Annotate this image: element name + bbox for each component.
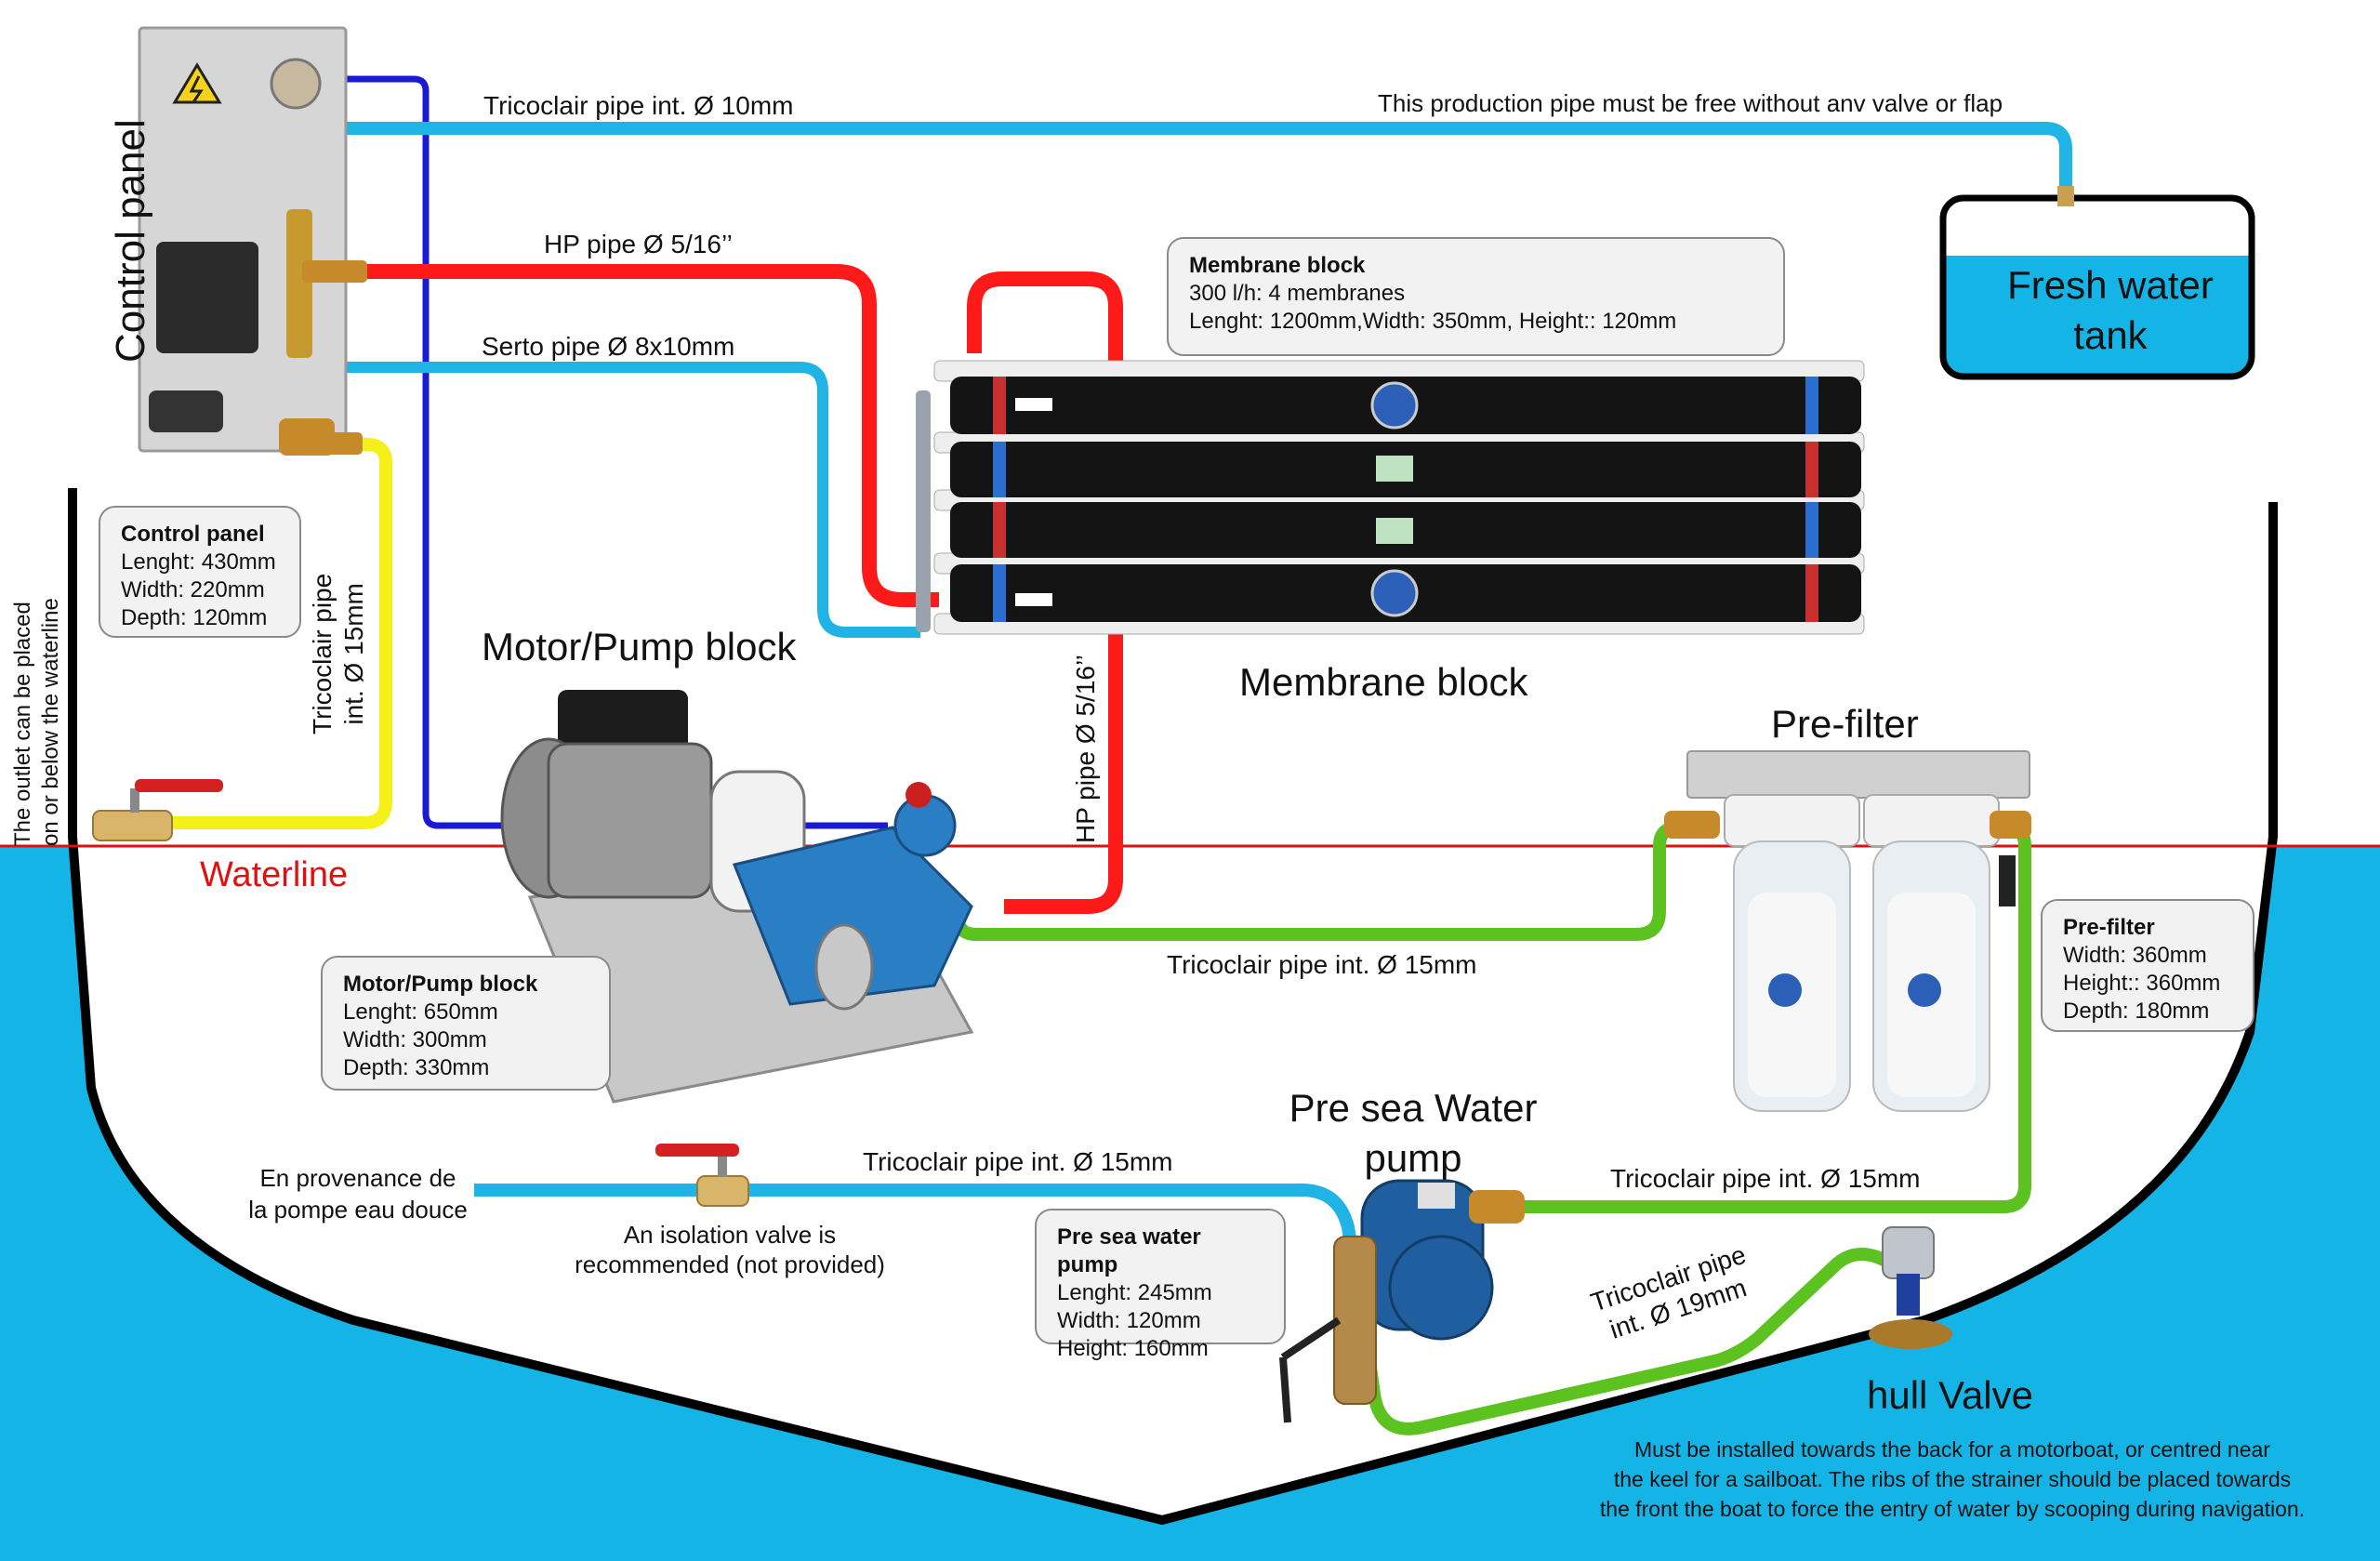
fresh-water-tank — [1939, 186, 2255, 380]
pre-filter-card-line2: Height:: 360mm — [2063, 971, 2221, 996]
control-panel-unit — [138, 26, 367, 456]
motor-pump-card-line1: Lenght: 650mm — [343, 999, 498, 1025]
hull-valve-note: Must be installed towards the back for a… — [1543, 1435, 2361, 1524]
control-panel-vertical-title: Control panel — [108, 119, 153, 363]
pre-sea-water-pump-line2: pump — [1364, 1136, 1462, 1180]
membrane-card-title: Membrane block — [1189, 253, 1366, 278]
suction-pipe-19mm — [1364, 1248, 1896, 1435]
motor-pump-unit — [500, 690, 974, 1104]
isolation-note-line2: recommended (not provided) — [575, 1250, 885, 1278]
control-panel-spec-card: Control panel Lenght: 430mm Width: 220mm… — [99, 506, 301, 638]
isolation-ball-valve — [655, 1144, 749, 1207]
motor-pump-block-title: Motor/Pump block — [482, 625, 797, 668]
tricoclair-15mm-outlet-line1: Tricoclair pipe — [308, 573, 337, 734]
outlet-ball-valve — [92, 779, 223, 841]
sea-pump-spec-card: Pre sea water pump Lenght: 245mm Width: … — [1035, 1209, 1286, 1361]
pre-filter-card-line1: Width: 360mm — [2063, 943, 2207, 968]
control-panel-card-line3: Depth: 120mm — [121, 605, 268, 630]
motor-pump-card-title: Motor/Pump block — [343, 972, 538, 997]
outlet-note-line1: The outlet can be placed — [10, 602, 35, 846]
pre-filter-unit — [1664, 750, 2031, 1112]
hp-pipe-top-label: HP pipe Ø 5/16’’ — [544, 230, 733, 258]
provenance-line1: En provenance de — [259, 1164, 456, 1192]
pre-filter-spec-card: Pre-filter Width: 360mm Height:: 360mm D… — [2041, 899, 2254, 1032]
pre-filter-card-line3: Depth: 180mm — [2063, 999, 2210, 1024]
waterline-label: Waterline — [200, 855, 349, 894]
pre-sea-water-pump-unit — [1279, 1179, 1525, 1423]
outlet-placement-note: The outlet can be placed on or below the… — [9, 598, 65, 846]
sea-pump-card-line3: Height: 160mm — [1057, 1336, 1209, 1361]
membrane-card-line2: Lenght: 1200mm,Width: 350mm, Height:: 12… — [1189, 309, 1677, 334]
serto-pipe-label: Serto pipe Ø 8x10mm — [482, 332, 735, 361]
hull-note-line3: the front the boat to force the entry of… — [1599, 1497, 2306, 1521]
hp-pipe — [339, 264, 1123, 914]
control-panel-card-line2: Width: 220mm — [121, 577, 265, 602]
pre-filter-title: Pre-filter — [1771, 702, 1919, 746]
inlet-pipe-freshwater — [474, 1184, 1359, 1257]
membrane-card-line1: 300 l/h: 4 membranes — [1189, 281, 1406, 306]
fresh-water-tank-label: Fresh water tank — [1976, 260, 2245, 361]
hull-note-line2: the keel for a sailboat. The ribs of the… — [1613, 1467, 2292, 1491]
membrane-spec-card: Membrane block 300 l/h: 4 membranes Leng… — [1167, 237, 1785, 356]
provenance-line2: la pompe eau douce — [248, 1196, 468, 1224]
hull-valve-unit — [1869, 1226, 1952, 1349]
membrane-block-title: Membrane block — [1239, 660, 1528, 704]
motor-pump-spec-card: Motor/Pump block Lenght: 650mm Width: 30… — [321, 956, 611, 1091]
return-pipe — [298, 75, 888, 829]
hp-pipe-vertical-label: HP pipe Ø 5/16’’ — [1071, 655, 1100, 843]
tricoclair-10mm-label: Tricoclair pipe int. Ø 10mm — [483, 91, 794, 120]
hull-valve-title: hull Valve — [1867, 1373, 2033, 1417]
control-panel-card-title: Control panel — [121, 522, 265, 547]
brine-outlet-pipe — [167, 438, 392, 829]
membrane-block-unit — [916, 360, 1865, 635]
control-panel-card-line1: Lenght: 430mm — [121, 549, 276, 575]
isolation-note-line1: An isolation valve is — [623, 1221, 837, 1249]
provenance-label: En provenance de la pompe eau douce — [237, 1162, 479, 1225]
motor-pump-card-line2: Width: 300mm — [343, 1027, 487, 1052]
pre-sea-water-pump-title: Pre sea Water pump — [1260, 1083, 1567, 1184]
fresh-water-tank-line1: Fresh water — [2007, 263, 2214, 307]
sea-pump-card-line2: Width: 120mm — [1057, 1308, 1201, 1333]
sea-pump-card-title: Pre sea water pump — [1057, 1224, 1201, 1277]
pre-filter-card-title: Pre-filter — [2063, 915, 2155, 940]
tricoclair-15mm-inlet-label: Tricoclair pipe int. Ø 15mm — [863, 1147, 1173, 1176]
tricoclair-15mm-pump-filter-label: Tricoclair pipe int. Ø 15mm — [1167, 950, 1477, 979]
isolation-valve-note: An isolation valve is recommended (not p… — [558, 1220, 902, 1279]
sea-pump-card-line1: Lenght: 245mm — [1057, 1280, 1212, 1305]
tricoclair-15mm-seapump-label: Tricoclair pipe int. Ø 15mm — [1610, 1164, 1921, 1193]
hull-note-line1: Must be installed towards the back for a… — [1634, 1437, 2270, 1462]
motor-pump-card-line3: Depth: 330mm — [343, 1055, 490, 1080]
pre-sea-water-pump-line1: Pre sea Water — [1289, 1086, 1538, 1130]
production-pipe-note: This production pipe must be free withou… — [1378, 89, 2003, 117]
outlet-note-line2: on or below the waterline — [38, 598, 63, 846]
tricoclair-15mm-outlet-line2: int. Ø 15mm — [339, 583, 368, 725]
fresh-water-tank-line2: tank — [2073, 313, 2148, 357]
tricoclair-15mm-outlet-label: Tricoclair pipe int. Ø 15mm — [307, 574, 370, 734]
